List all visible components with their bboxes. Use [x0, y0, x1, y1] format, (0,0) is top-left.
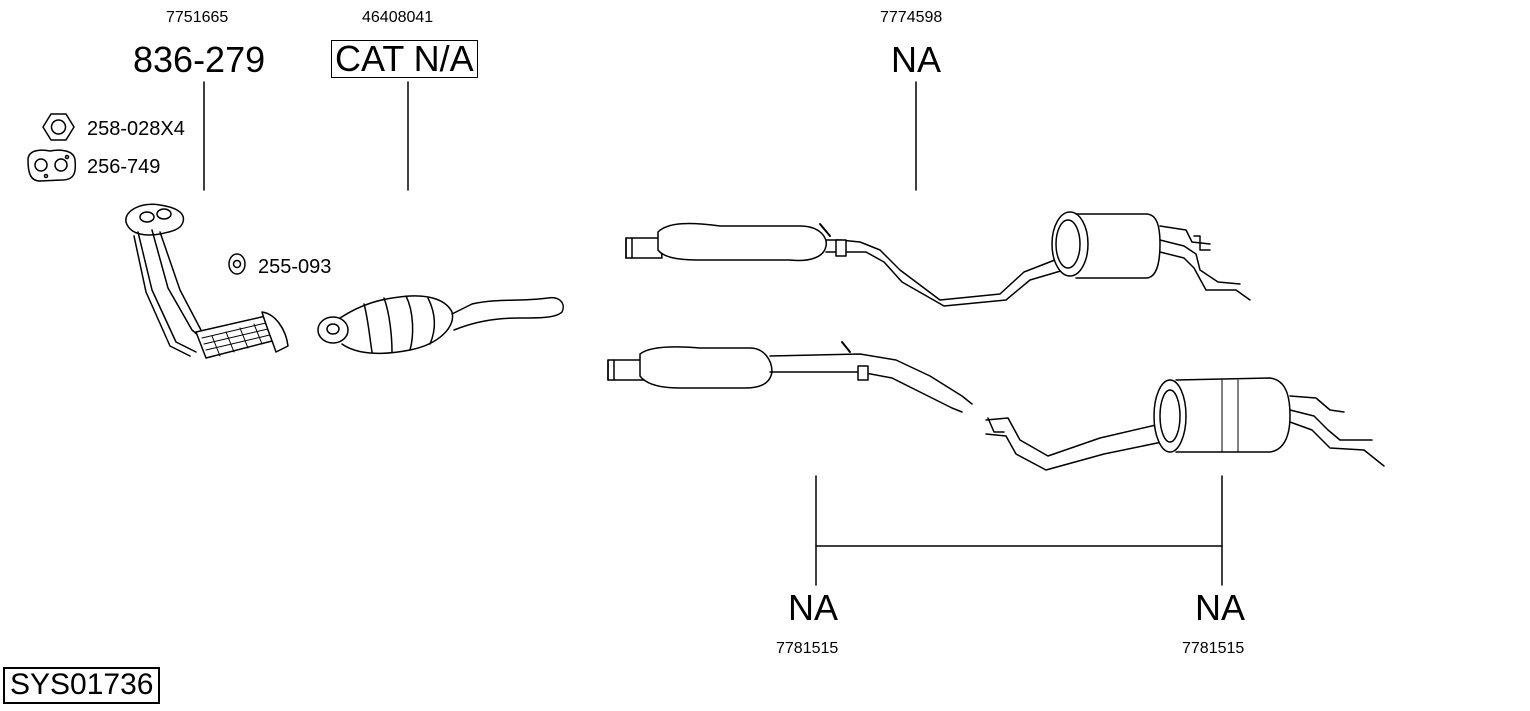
system-code-badge: SYS01736 [3, 667, 161, 704]
rear-assembly-part [625, 211, 1251, 307]
catalyst-part [317, 295, 564, 355]
rear-assembly-oem-number: 7774598 [880, 9, 943, 26]
nut-icon [42, 113, 75, 141]
alt-right-part-number: NA [1195, 587, 1246, 628]
alt-left-part-number: NA [788, 587, 839, 628]
downpipe-part-number: 836-279 [133, 39, 266, 80]
catalyst-oem-number: 46408041 [362, 9, 434, 26]
alt-left-oem-number: 7781515 [776, 640, 839, 657]
downpipe-part [125, 203, 289, 359]
gasket-ring-part-number: 255-093 [258, 256, 332, 278]
gasket-ring-icon [228, 253, 246, 275]
gasket-flange-icon [27, 149, 77, 182]
alt-right-oem-number: 7781515 [1182, 640, 1245, 657]
downpipe-oem-number: 7751665 [166, 9, 229, 26]
catalyst-part-number: CAT N/A [331, 40, 478, 78]
nut-part-number: 258-028X4 [87, 118, 185, 140]
alt-assembly-part [607, 341, 1385, 471]
gasket-flange-part-number: 256-749 [87, 156, 161, 178]
rear-assembly-part-number: NA [891, 39, 942, 80]
